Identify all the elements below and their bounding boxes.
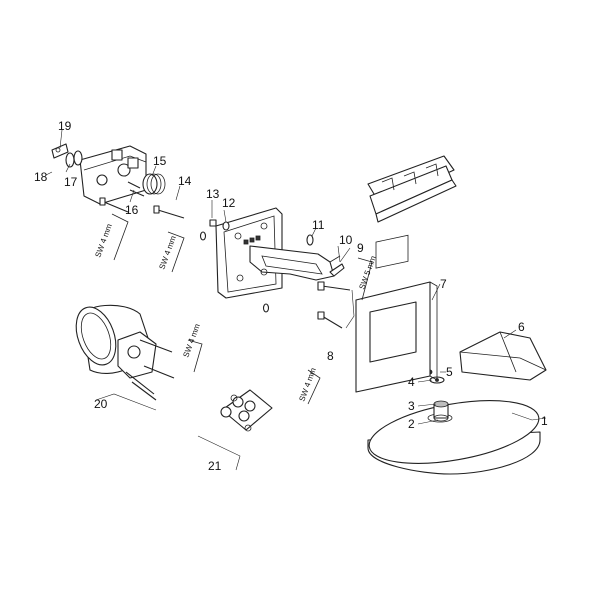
mounting-plate-part <box>220 389 273 432</box>
tool-label-sw4-d: SW 4 mm <box>297 366 318 402</box>
callout-1: 1 <box>541 414 548 428</box>
screw-8-lower-part <box>317 311 343 329</box>
hex-key-4-part <box>187 339 203 373</box>
screw-8-upper-part <box>317 281 351 291</box>
hex-key-3-part <box>357 257 373 301</box>
screws-14-part <box>99 197 185 219</box>
concealed-body-part <box>75 304 175 401</box>
tool-label-sw4-a: SW 4 mm <box>93 222 114 258</box>
callout-numbers: 1 2 3 4 5 6 7 8 9 10 11 12 13 14 15 16 1… <box>34 119 548 473</box>
tool-label-sw4-c: SW 4 mm <box>181 322 202 358</box>
o-ring-12-part <box>222 221 230 231</box>
callout-2: 2 <box>408 417 415 431</box>
callout-7: 7 <box>440 277 447 291</box>
screws-16-part <box>127 181 145 197</box>
o-ring-lower-part <box>262 303 270 313</box>
o-ring-left-part <box>199 231 207 241</box>
nipple-19-part <box>51 143 69 159</box>
mounting-block-part <box>215 207 335 299</box>
callout-4: 4 <box>408 375 415 389</box>
tool-label-sw4-b: SW 4 mm <box>157 234 178 270</box>
cartridge-15-part <box>142 173 166 195</box>
callout-6: 6 <box>518 320 525 334</box>
bracket-channel-part <box>367 155 457 223</box>
callout-5: 5 <box>446 365 453 379</box>
shower-head-part <box>367 400 541 475</box>
clip-part <box>329 255 345 277</box>
tool-label-sw5: SW 5 mm <box>357 254 378 290</box>
callout-15: 15 <box>153 154 167 168</box>
callout-16: 16 <box>125 203 139 217</box>
o-rings-17-part <box>65 150 83 168</box>
callout-9: 9 <box>357 241 364 255</box>
callout-14: 14 <box>178 174 192 188</box>
connection-nut-part <box>433 400 449 422</box>
callout-18: 18 <box>34 170 48 184</box>
hex-key-1-part <box>111 213 129 261</box>
callout-8: 8 <box>327 349 334 363</box>
hex-key-2-part <box>167 231 185 273</box>
leader-lines <box>45 129 547 471</box>
wall-plate-part <box>355 234 438 393</box>
o-ring-11-part <box>306 234 314 246</box>
callout-13: 13 <box>206 187 220 201</box>
screw-13-part <box>209 219 217 227</box>
callout-21: 21 <box>208 459 222 473</box>
callout-10: 10 <box>339 233 353 247</box>
valve-body-part <box>79 145 147 205</box>
callout-3: 3 <box>408 399 415 413</box>
callout-11: 11 <box>312 218 325 232</box>
arm-cover-part <box>459 331 547 381</box>
callout-12: 12 <box>222 196 236 210</box>
callout-17: 17 <box>64 175 78 189</box>
callout-19: 19 <box>58 119 72 133</box>
callout-20: 20 <box>94 397 108 411</box>
hex-key-5-part <box>307 369 321 405</box>
